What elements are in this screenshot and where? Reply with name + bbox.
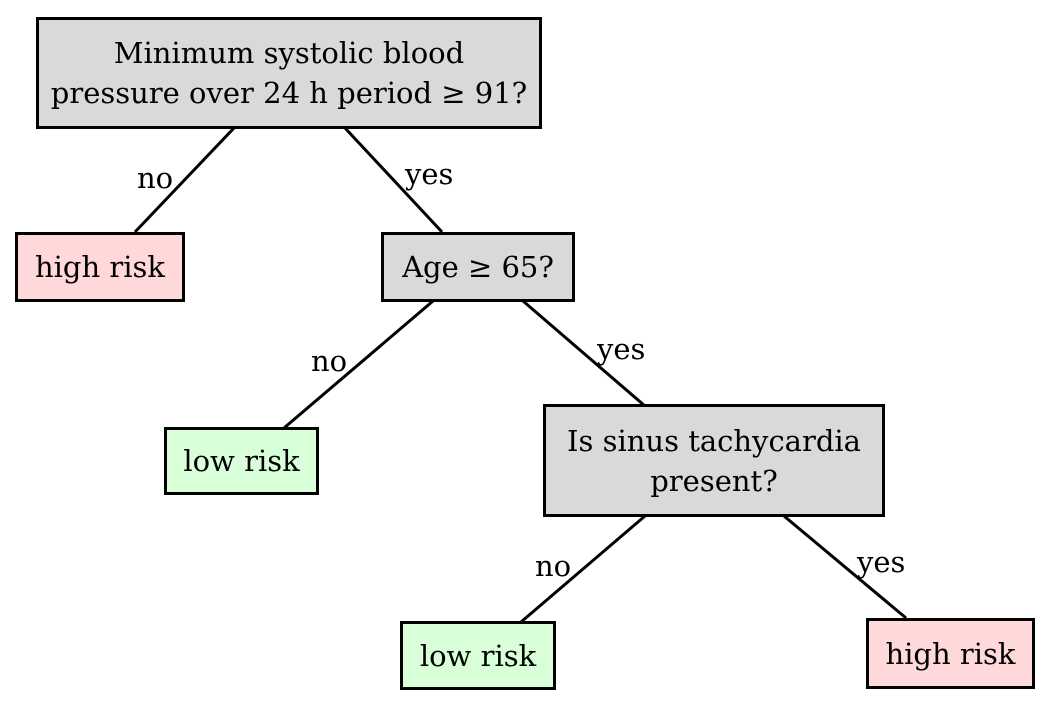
high-risk-label: high risk [34, 250, 165, 284]
sinus-question-text: Is sinus tachycardia present? [567, 421, 861, 501]
low-risk-label: low risk [419, 638, 537, 673]
edge-root-no [133, 126, 236, 234]
root-question-line-1: Minimum systolic blood [113, 36, 465, 70]
high-risk-label: high risk [885, 636, 1016, 671]
root-question-line-2: pressure over 24 h period ≥ 91? [50, 76, 528, 110]
edge-label-age-yes: yes [597, 332, 646, 366]
edge-label-root-yes: yes [405, 157, 454, 191]
low-risk-label: low risk [183, 444, 300, 478]
root-question-text: Minimum systolic blood pressure over 24 … [51, 33, 527, 113]
sinus-question-line-1: Is sinus tachycardia [567, 423, 861, 458]
edge-label-sinus-yes: yes [857, 545, 906, 579]
low-risk-leaf-bottom: low risk [400, 621, 556, 690]
edge-age-no [283, 299, 434, 430]
edge-label-sinus-no: no [535, 549, 572, 583]
high-risk-leaf-right: high risk [866, 618, 1035, 689]
high-risk-leaf-left: high risk [15, 232, 185, 302]
age-question-text: Age ≥ 65? [402, 250, 554, 284]
edge-sinus-no [520, 514, 646, 624]
sinus-question-line-2: present? [650, 463, 778, 498]
sinus-question-node: Is sinus tachycardia present? [543, 404, 885, 517]
age-question-node: Age ≥ 65? [381, 232, 575, 302]
edge-label-age-no: no [311, 344, 348, 378]
edge-label-root-no: no [137, 161, 174, 195]
edge-age-yes [522, 299, 646, 408]
root-question-node: Minimum systolic blood pressure over 24 … [36, 17, 542, 129]
edge-root-yes [343, 126, 444, 234]
edge-sinus-yes [783, 514, 907, 620]
low-risk-leaf-left: low risk [164, 427, 319, 495]
